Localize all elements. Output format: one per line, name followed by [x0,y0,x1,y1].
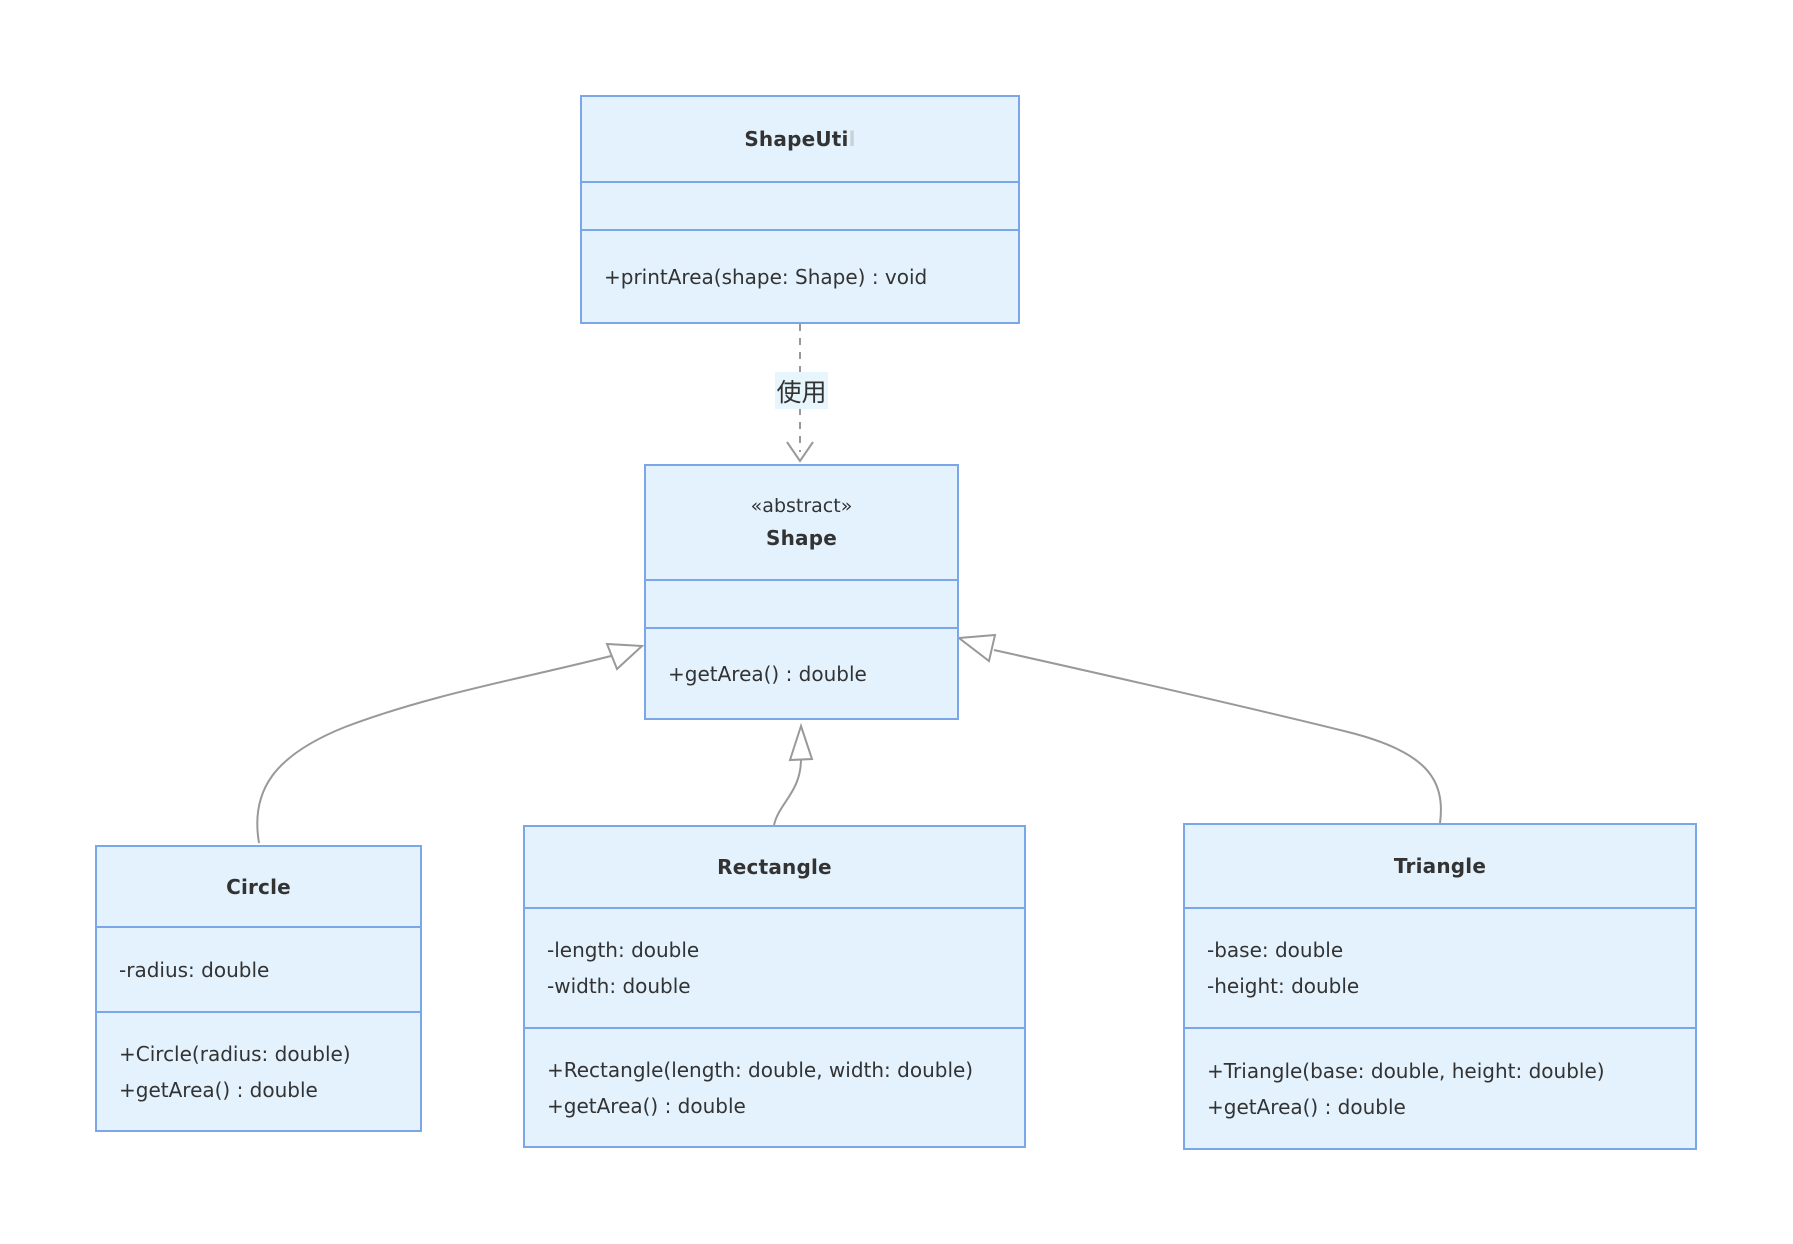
class-title-section: «abstract» Shape [646,466,957,579]
class-title-section: ShapeUtil [582,97,1018,181]
class-title-text: ShapeUti [744,127,849,151]
methods-section: +Circle(radius: double) +getArea() : dou… [97,1011,420,1130]
attribute-line: -base: double [1207,938,1344,962]
attribute-line: -radius: double [119,957,270,982]
method-line: +Triangle(base: double, height: double) [1207,1058,1605,1083]
class-title: Rectangle [717,855,832,879]
title-faint-char: l [848,127,856,151]
method-line: +Circle(radius: double) [119,1041,351,1066]
inheritance-edge-circle-shape [256,655,612,844]
class-title: Shape [765,526,838,550]
inheritance-arrowhead-circle [605,642,645,671]
method-line: +getArea() : double [547,1093,746,1118]
methods-section: +getArea() : double [646,627,957,718]
class-title: Triangle [1393,854,1487,878]
attributes-section-empty [646,579,957,627]
attribute-line: -width: double [547,974,691,998]
attributes-section-empty [582,181,1018,229]
attributes-section: -length: double -width: double [525,907,1024,1027]
attributes-section: -radius: double [97,926,420,1011]
inheritance-edge-rectangle-shape [773,758,802,826]
class-node-shapeutil: ShapeUtil +printArea(shape: Shape) : voi… [580,95,1020,324]
class-title: ShapeUtil [744,127,855,151]
attribute-line: -height: double [1207,974,1360,998]
inheritance-edge-triangle-shape [993,649,1442,824]
inheritance-arrowhead-triangle [956,633,997,663]
method-line: +getArea() : double [668,661,867,686]
method-line: +getArea() : double [119,1077,318,1102]
class-title-section: Rectangle [525,827,1024,907]
class-node-rectangle: Rectangle -length: double -width: double… [523,825,1026,1148]
inheritance-arrowhead-rectangle [788,722,814,762]
attribute-line: -length: double [547,938,700,962]
class-node-triangle: Triangle -base: double -height: double +… [1183,823,1697,1150]
method-line: +printArea(shape: Shape) : void [604,264,928,289]
methods-section: +printArea(shape: Shape) : void [582,229,1018,322]
method-line: +Rectangle(length: double, width: double… [547,1057,974,1082]
method-line: +getArea() : double [1207,1094,1406,1119]
class-title-section: Circle [97,847,420,926]
dependency-open-arrowhead [786,441,814,463]
edge-label-dependency: 使用 [775,372,828,409]
class-title-section: Triangle [1185,825,1695,907]
methods-section: +Triangle(base: double, height: double) … [1185,1027,1695,1148]
methods-section: +Rectangle(length: double, width: double… [525,1027,1024,1146]
class-title: Circle [226,874,291,899]
class-node-shape: «abstract» Shape +getArea() : double [644,464,959,720]
class-node-circle: Circle -radius: double +Circle(radius: d… [95,845,422,1132]
class-stereotype: «abstract» [750,495,853,517]
attributes-section: -base: double -height: double [1185,907,1695,1027]
